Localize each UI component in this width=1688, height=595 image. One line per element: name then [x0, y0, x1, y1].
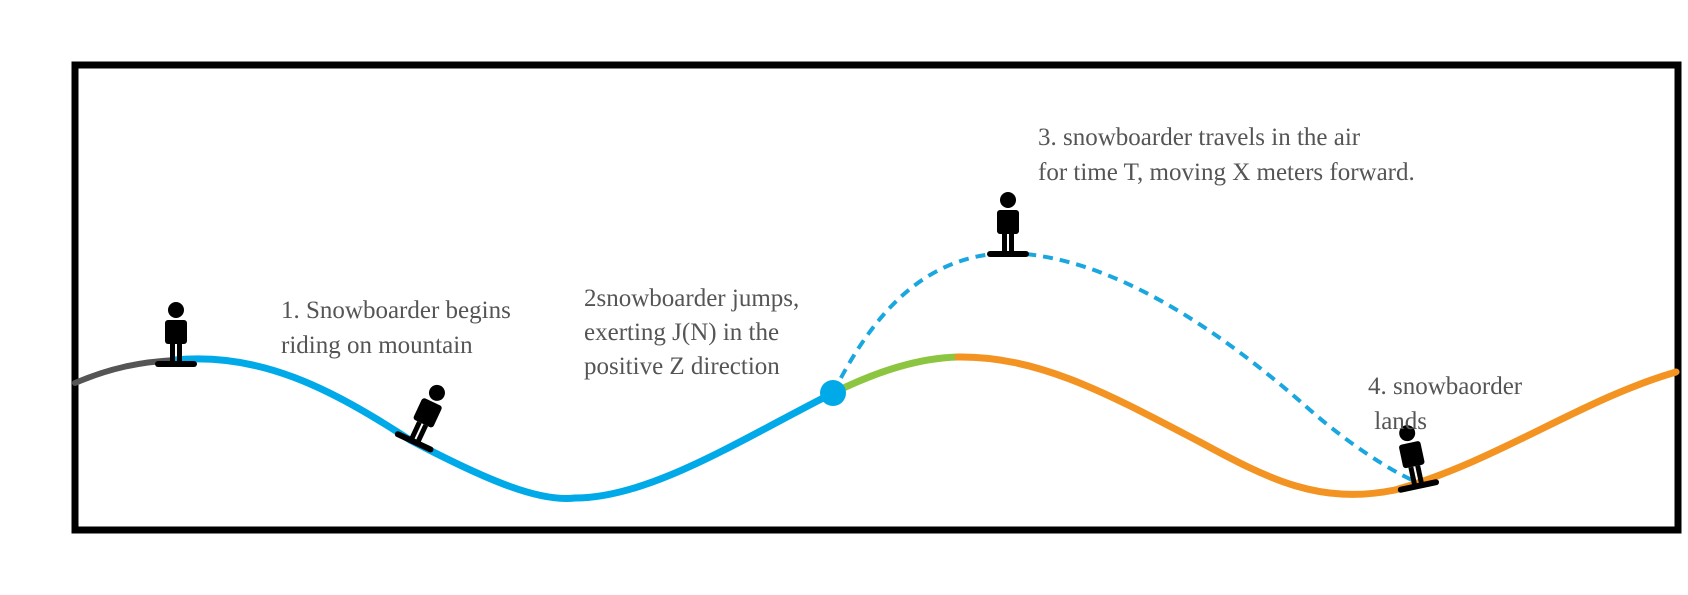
slope-start-segment — [72, 357, 178, 386]
step2-annotation: 2snowboarder jumps, exerting J(N) in the… — [584, 285, 806, 380]
step4-annotation: 4. snowbaorder lands — [1368, 373, 1523, 435]
snowboarder-icon — [393, 376, 460, 454]
snowboarder-icon — [987, 192, 1029, 257]
step1-annotation: 1. Snowboarder begins riding on mountain — [281, 297, 517, 359]
step3-annotation: 3. snowboarder travels in the air for ti… — [1038, 124, 1415, 186]
slope-takeoff-segment — [829, 353, 962, 397]
jump-point — [820, 380, 846, 406]
slope-ride-segment — [171, 355, 837, 502]
slope-landing-segment — [954, 353, 1680, 498]
air-trajectory — [831, 250, 1413, 482]
diagram-frame — [71, 61, 1682, 534]
